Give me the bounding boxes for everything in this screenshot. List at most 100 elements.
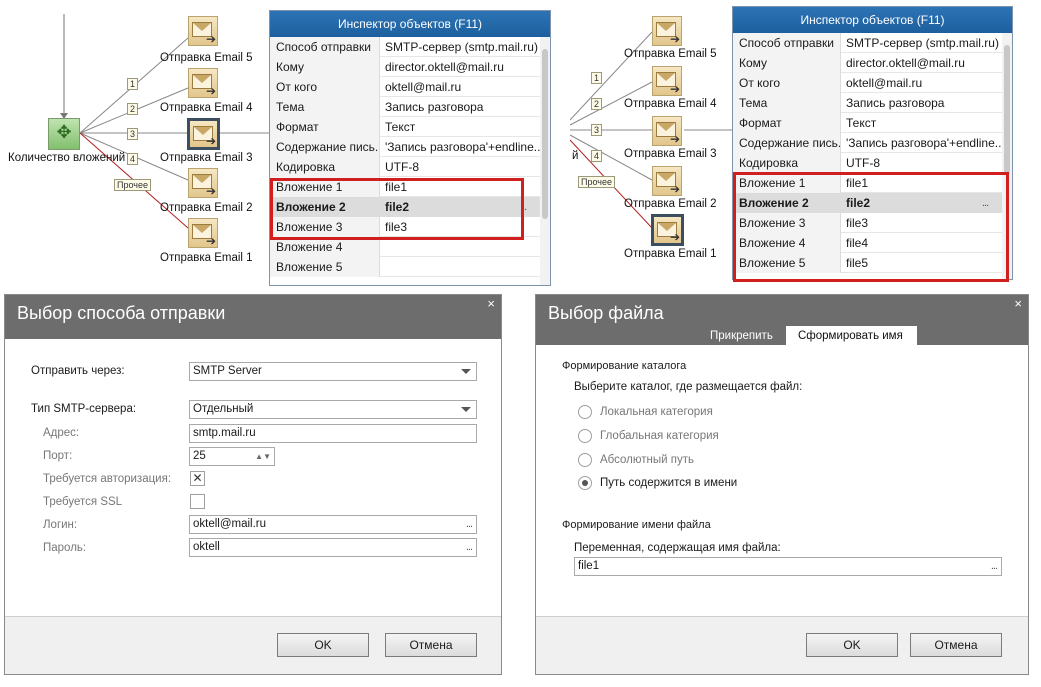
email-node-5[interactable]: ➔ — [188, 16, 218, 46]
property-name: Кому — [270, 57, 380, 77]
property-name: Кому — [733, 53, 841, 73]
object-inspector-right: Инспектор объектов (F11) Способ отправки… — [732, 6, 1013, 280]
tab-attach[interactable]: Прикрепить — [710, 330, 773, 342]
arrow-right-icon: ➔ — [205, 234, 216, 248]
property-value: file5 — [846, 256, 869, 270]
email-node-1[interactable]: ➔ — [651, 214, 684, 246]
spin-arrows-icon[interactable]: ▲▼ — [255, 452, 271, 461]
email-node-4[interactable]: ➔ — [652, 66, 682, 96]
catalog-prompt: Выберите каталог, где размещается файл: — [574, 381, 803, 393]
close-icon[interactable]: × — [1014, 296, 1022, 311]
property-row[interactable]: Вложение 4 — [270, 237, 540, 257]
highlight-box — [270, 178, 524, 240]
dialog-footer: OK Отмена — [5, 616, 501, 674]
scrollbar-thumb[interactable] — [542, 49, 548, 219]
envelope-icon — [656, 22, 676, 37]
envelope-icon — [192, 174, 212, 189]
property-name: Тема — [270, 97, 380, 117]
radio-absolute-path[interactable] — [578, 453, 592, 467]
envelope-icon — [192, 224, 212, 239]
auth-required-checkbox[interactable]: ✕ — [190, 471, 205, 486]
property-row[interactable]: Содержание пись...'Запись разговора'+end… — [270, 137, 540, 157]
ellipsis-button[interactable]: ... — [990, 560, 998, 572]
arrow-right-icon: ➔ — [669, 32, 680, 46]
email-node-label: Отправка Email 4 — [624, 98, 717, 110]
filename-variable-input[interactable]: file1... — [574, 557, 1002, 576]
property-value: SMTP-сервер (smtp.mail.ru) — [846, 36, 999, 50]
radio-path-in-name[interactable] — [578, 476, 592, 490]
cancel-button[interactable]: Отмена — [385, 633, 477, 657]
password-input[interactable]: oktell... — [189, 538, 477, 557]
arrow-right-icon: ➔ — [205, 84, 216, 98]
envelope-icon — [192, 74, 212, 89]
ellipsis-button[interactable]: ... — [465, 541, 473, 553]
scrollbar-thumb[interactable] — [1004, 45, 1010, 175]
start-node-label: Количество вложений — [8, 152, 126, 164]
ok-button[interactable]: OK — [806, 633, 898, 657]
property-value: file1 — [846, 176, 869, 190]
close-icon[interactable]: × — [487, 296, 495, 311]
inspector-title: Инспектор объектов (F11) — [733, 7, 1012, 33]
branch-badge: 4 — [591, 150, 603, 162]
radio-global-category[interactable] — [578, 429, 592, 443]
property-value: file1 — [385, 180, 408, 194]
smtp-type-select[interactable]: Отдельный — [189, 400, 477, 419]
dialog-header: Выбор способа отправки × — [5, 295, 501, 339]
login-input[interactable]: oktell@mail.ru... — [189, 515, 477, 534]
inspector-scrollbar[interactable] — [1002, 33, 1012, 279]
ellipsis-button[interactable]: ... — [982, 197, 989, 209]
address-input[interactable]: smtp.mail.ru — [189, 424, 477, 443]
tab-form-name[interactable]: Сформировать имя — [786, 326, 917, 345]
branch-badge: 1 — [591, 72, 603, 84]
email-node-3[interactable]: ➔ — [652, 116, 682, 146]
highlight-box — [733, 172, 1009, 282]
email-node-4[interactable]: ➔ — [188, 68, 218, 98]
property-value: file2 — [380, 197, 540, 217]
auth-required-label: Требуется авторизация: — [43, 473, 172, 485]
inspector-scrollbar[interactable] — [540, 37, 550, 285]
property-row[interactable]: Вложение 5 — [270, 257, 540, 277]
property-row[interactable]: Содержание пись...'Запись разговора'+end… — [733, 133, 1002, 153]
expand-arrows-icon: ✥ — [56, 122, 72, 142]
cancel-button[interactable]: Отмена — [910, 633, 1002, 657]
ok-button[interactable]: OK — [277, 633, 369, 657]
send-via-select[interactable]: SMTP Server — [189, 362, 477, 381]
email-node-3[interactable]: ➔ — [187, 118, 220, 150]
dialog-title: Выбор файла — [548, 303, 664, 323]
ellipsis-button[interactable]: ... — [465, 518, 473, 530]
email-node-5[interactable]: ➔ — [652, 16, 682, 46]
arrow-right-icon: ➔ — [205, 134, 216, 148]
port-stepper[interactable]: 25▲▼ — [189, 447, 275, 466]
email-node-1[interactable]: ➔ — [188, 218, 218, 248]
radio-local-category[interactable] — [578, 405, 592, 419]
address-label: Адрес: — [43, 427, 80, 439]
start-node[interactable]: ✥ — [48, 118, 80, 150]
property-name: Кодировка — [733, 153, 841, 173]
ssl-required-checkbox[interactable] — [190, 494, 205, 509]
port-label: Порт: — [43, 450, 73, 462]
property-value: file2 — [841, 193, 1002, 213]
property-value: Запись разговора — [846, 96, 945, 110]
email-node-2[interactable]: ➔ — [188, 168, 218, 198]
email-node-2[interactable]: ➔ — [652, 166, 682, 196]
